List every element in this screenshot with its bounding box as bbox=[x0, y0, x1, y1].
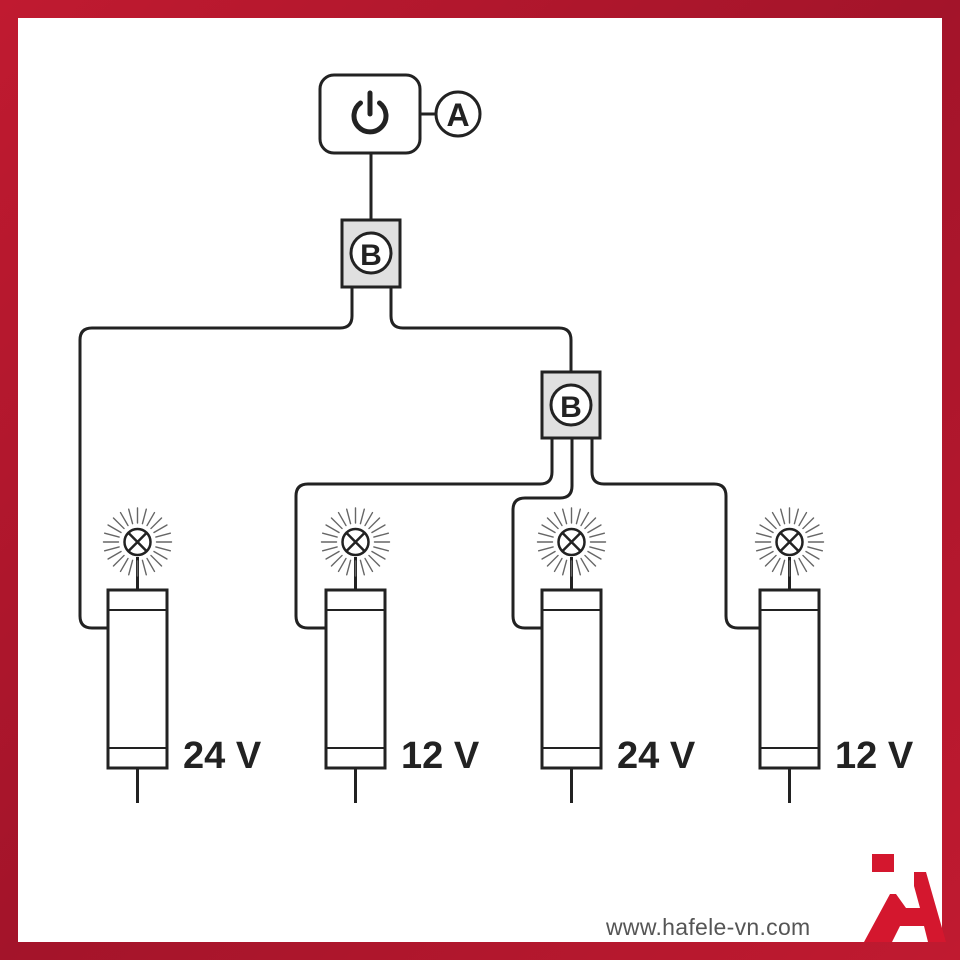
driver-box bbox=[324, 588, 387, 770]
lamp-icon bbox=[557, 527, 586, 557]
callout-a-label: A bbox=[446, 97, 469, 133]
wire-to-driver-4 bbox=[590, 436, 762, 630]
switch-unit: A bbox=[318, 73, 482, 155]
splitter-2-label: B bbox=[560, 391, 582, 424]
voltage-label: 24 V bbox=[617, 735, 696, 777]
lamp-icon bbox=[775, 527, 804, 557]
lamp-rays bbox=[536, 507, 607, 577]
wire-to-driver-1 bbox=[78, 285, 354, 630]
lamp-rays bbox=[754, 507, 825, 577]
driver-box bbox=[540, 588, 603, 770]
callout-a-circle bbox=[434, 90, 482, 138]
wire-to-driver-3 bbox=[511, 436, 574, 630]
lamp-icon bbox=[123, 527, 152, 557]
splitter-2: B bbox=[540, 370, 602, 440]
wire-to-splitter-2 bbox=[389, 285, 573, 374]
driver-box bbox=[758, 588, 821, 770]
splitter-1-circle bbox=[349, 231, 393, 275]
driver-unit: 24 V bbox=[102, 507, 262, 803]
watermark-url: www.hafele-vn.com bbox=[606, 914, 811, 940]
driver-unit: 24 V bbox=[536, 507, 696, 803]
splitter-1: B bbox=[340, 218, 402, 289]
driver-unit: 12 V bbox=[320, 507, 480, 803]
splitter-1-label: B bbox=[360, 239, 382, 272]
power-icon bbox=[351, 90, 389, 135]
voltage-label: 24 V bbox=[183, 735, 262, 777]
driver-box bbox=[106, 588, 169, 770]
hafele-logo-icon bbox=[864, 854, 946, 942]
voltage-label: 12 V bbox=[401, 735, 480, 777]
lamp-rays bbox=[320, 507, 391, 577]
driver-unit: 12 V bbox=[754, 507, 914, 803]
wire-to-driver-2 bbox=[294, 436, 554, 630]
voltage-label: 12 V bbox=[835, 735, 914, 777]
drivers-layer: 24 V 12 V 24 V 12 V bbox=[102, 507, 914, 803]
lamp-rays bbox=[102, 507, 173, 577]
wiring-lines bbox=[78, 151, 762, 630]
splitter-2-circle bbox=[549, 383, 593, 427]
lamp-icon bbox=[341, 527, 370, 557]
